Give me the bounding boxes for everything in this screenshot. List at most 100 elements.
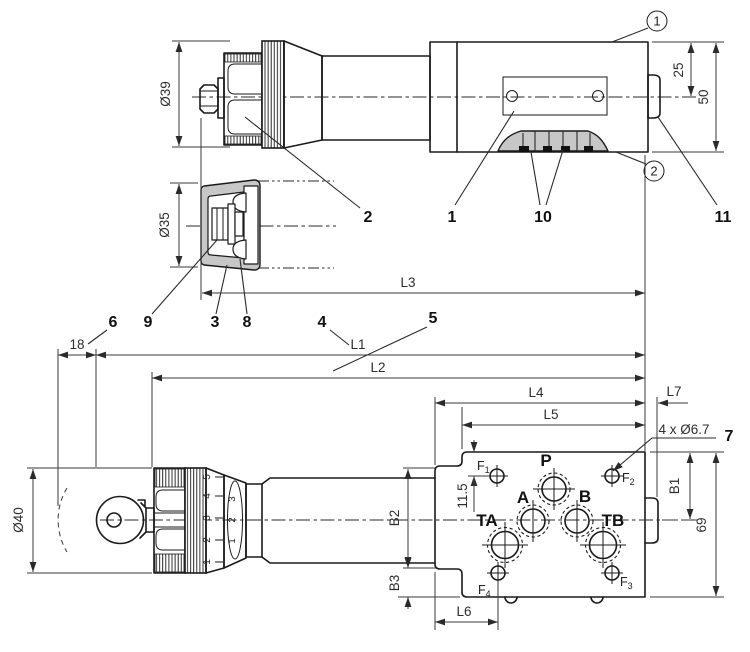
lock-knob: 5 4 3 2 1 3 2 1 [153, 467, 263, 574]
callout-10-leaders [530, 149, 564, 206]
callout-6-leader [87, 329, 108, 345]
counter-window [227, 480, 243, 560]
dimension-11-5: 11.5 [455, 440, 490, 512]
dim-label-L7: L7 [666, 384, 681, 399]
mounting-holes-note: 4 x Ø6.7 7 [612, 422, 734, 472]
window-ring [223, 474, 247, 569]
key [95, 495, 155, 545]
callout-11: 11 [715, 209, 732, 226]
callout-9: 9 [144, 314, 153, 331]
cap-spindle [234, 211, 244, 237]
valve-side-view: Ø39 25 50 1 2 2 1 10 11 [158, 10, 732, 226]
dimension-dia40: Ø40 [11, 467, 152, 574]
plate-outline [434, 451, 646, 598]
scale-digit: 4 [202, 493, 213, 499]
key-lock-knob-view: 5 4 3 2 1 3 2 1 Ø40 [11, 467, 695, 574]
nameplate [502, 76, 608, 116]
dim-label-dia35: Ø35 [157, 212, 172, 238]
port-TA [482, 522, 528, 568]
scale-ticks: 5 4 3 2 1 [202, 474, 223, 565]
knob-window-top [227, 63, 262, 95]
knob-window-top [155, 489, 185, 512]
mounting-holes-label: 4 x Ø6.7 [658, 422, 709, 437]
nut-washer [217, 77, 225, 119]
dim-label-L2: L2 [370, 360, 385, 375]
dimension-L6: L6 [434, 572, 499, 630]
callout-11-leader [657, 116, 718, 206]
cap-flange [243, 185, 259, 265]
port-label-TB: TB [602, 511, 625, 530]
callout-5-leader [332, 326, 428, 372]
port-label-B: B [579, 487, 591, 506]
dim-label-L1: L1 [350, 337, 365, 352]
hole-F4 [487, 562, 509, 584]
seal-mark [519, 146, 529, 152]
hole-label-F4: F4 [478, 583, 491, 599]
port-B [560, 500, 594, 542]
seal-mark [584, 146, 593, 152]
port-TB [580, 522, 626, 568]
cap-washer [227, 203, 236, 245]
dim-label-50: 50 [696, 89, 711, 104]
locating-bumps [504, 596, 604, 604]
scale-digit: 5 [202, 474, 213, 480]
callout-7: 7 [725, 428, 734, 445]
knurled-band [261, 40, 285, 149]
port-label-P: P [540, 451, 551, 470]
dim-label-dia39: Ø39 [158, 81, 173, 107]
callout-1-leader [454, 110, 515, 206]
knob-cup [223, 52, 263, 146]
clip-finger-top [232, 192, 247, 213]
callout-8: 8 [243, 314, 252, 331]
knob-window-bottom [227, 99, 262, 135]
dimension-25-50: 25 50 [652, 41, 724, 153]
side-port-boss [647, 74, 661, 119]
balloon-1-number: 1 [653, 14, 660, 29]
dim-label-L3: L3 [400, 275, 415, 290]
callout-8-leader [239, 258, 248, 315]
hole-F2 [601, 465, 623, 487]
key-neck [137, 499, 147, 539]
dim-label-B3: B3 [387, 575, 402, 592]
nameplate-hole-right [592, 90, 604, 102]
window-digit: 1 [227, 538, 238, 543]
hole-label-F3: F3 [620, 575, 633, 591]
callout-2-leader [244, 116, 361, 209]
callout-4-leader [329, 329, 350, 346]
callout-6: 6 [109, 314, 118, 331]
dimension-L5: L5 [461, 407, 645, 449]
length-dimensions: L3 18 L1 L2 6 9 3 8 4 5 [57, 155, 646, 506]
hand-knob-side [199, 40, 323, 149]
clip-finger-bottom [232, 239, 247, 260]
callout-10: 10 [534, 209, 552, 226]
dimension-dia35: Ø35 [157, 182, 198, 268]
knob-cone [283, 40, 323, 149]
dim-label-11-5: 11.5 [455, 483, 470, 508]
port-label-A: A [517, 488, 529, 507]
hole-label-F1: F1 [477, 459, 490, 475]
protective-cap-view: Ø35 [157, 118, 336, 300]
callout-5: 5 [429, 310, 438, 327]
dimension-B2-B3: B2 B3 [387, 467, 460, 609]
seal-mark [543, 146, 552, 152]
window-digit: 3 [227, 496, 238, 501]
dim-label-69: 69 [694, 517, 709, 532]
valve-tube [321, 55, 431, 141]
step-ring [245, 483, 263, 558]
callout-4: 4 [318, 314, 327, 331]
dim-label-L4: L4 [528, 385, 544, 400]
hole-label-F2: F2 [622, 471, 635, 487]
callout-3: 3 [211, 314, 220, 331]
scale-digit: 3 [202, 515, 213, 521]
port-label-TA: TA [476, 511, 497, 530]
dim-label-B2: B2 [387, 510, 402, 527]
valve-tube-bottom [261, 477, 436, 564]
balloon-1: 1 [611, 10, 668, 43]
dim-label-L6: L6 [456, 604, 471, 619]
window-digit: 2 [227, 517, 238, 522]
dimension-B1-69: B1 69 [650, 451, 724, 598]
scale-digit: 1 [202, 559, 213, 565]
port-A [516, 500, 550, 542]
balloon-2-number: 2 [650, 164, 657, 179]
balloon-2: 2 [615, 151, 665, 182]
